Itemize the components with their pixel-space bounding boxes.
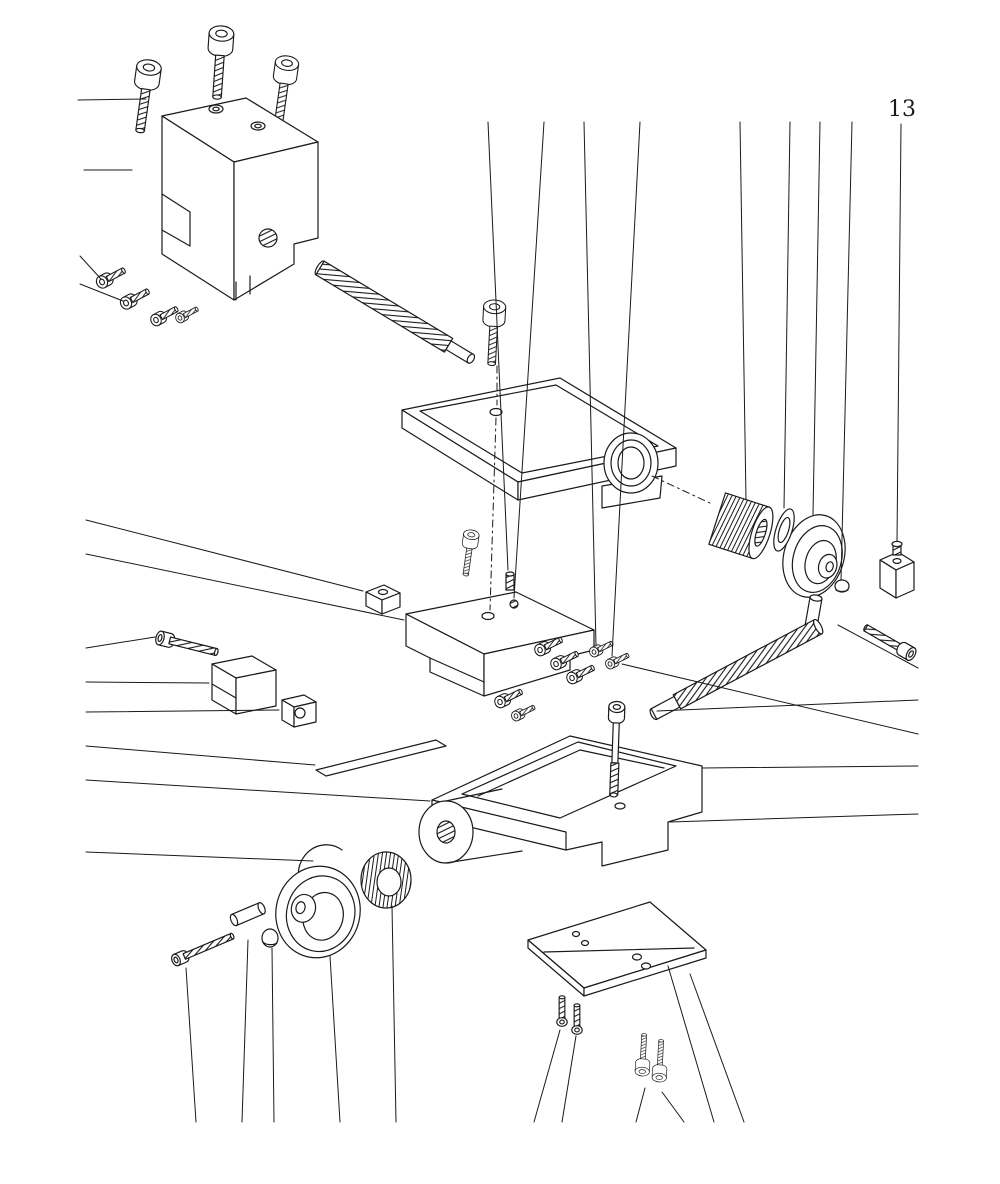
set-screw [505,571,515,591]
leader-line [77,98,147,101]
machine-screw-d [173,303,201,325]
leader-line [583,121,597,647]
cap-screw-top-1 [126,57,163,135]
thrust-washer-right [773,508,795,552]
machine-screw-i [603,650,632,671]
leader-line [85,553,405,621]
clamp-block [211,655,277,715]
leader-line [840,121,853,581]
clamp-screw [155,630,219,657]
leader-line [85,519,364,592]
leader-line [85,681,210,684]
plate-screw-3 [634,1032,652,1077]
leader-line [689,973,745,1123]
knurled-ring-left [360,851,412,909]
drive-pin-left [229,902,266,927]
machine-screw-b [117,284,153,312]
center-lines [489,365,713,611]
leader-line [656,699,919,712]
square-nut [365,584,401,615]
acorn-nut-left [261,928,279,948]
leader-lines [77,98,919,1123]
plate-screw-4 [651,1038,669,1083]
leader-line [85,851,314,862]
bearing-block [879,551,915,599]
leader-line [621,663,919,735]
lead-screw-upper [314,260,476,364]
leader-line [513,121,545,599]
feed-screw-lower [649,618,824,721]
leader-line [739,121,747,501]
cap-screw-center [480,298,507,367]
handwheel-right [782,514,846,598]
slide-plate [401,377,677,509]
callout-13: 13 [888,97,916,122]
leader-line [85,779,431,802]
base-screw [607,700,626,798]
leader-line [783,121,791,509]
cover-plate [527,901,707,997]
leader-line [561,1035,577,1123]
leader-line [79,255,102,280]
leader-line [391,905,397,1123]
leader-line [669,813,919,823]
base-casting [418,735,703,867]
gib-screw [457,528,481,578]
saddle-block [405,591,595,697]
knurled-nut-right [708,492,774,560]
leader-line [85,745,316,766]
gib-strip [315,739,447,777]
clamp-shoe [281,694,317,728]
plate-screw-1 [556,995,568,1027]
leader-line [661,1091,685,1123]
cap-screw-right [863,624,917,661]
leader-line [487,121,509,571]
leader-line [837,624,919,669]
leader-line-13 [896,123,902,542]
bearing-block-screw [891,540,903,556]
top-block-casting [161,97,319,301]
leader-line [85,636,156,649]
plate-ear-lug [601,432,663,509]
leader-line [533,1029,561,1123]
leader-line [635,1087,646,1123]
leader-line [185,967,197,1123]
leader-line [271,947,275,1123]
handwheel-left [275,865,361,959]
handle-screw-left [171,932,235,967]
leader-line [79,283,124,302]
acorn-nut-right [834,579,850,593]
cap-screw-top-2 [203,24,235,101]
machine-screw-k [509,702,538,723]
plate-screw-2 [571,1003,583,1035]
leader-line [812,121,821,516]
leader-line [611,121,641,657]
leader-line [701,765,919,769]
leader-line [241,939,249,1123]
leader-line [667,965,715,1123]
leader-line [85,709,280,713]
leader-line [329,955,341,1123]
machine-screw-c [148,302,181,329]
